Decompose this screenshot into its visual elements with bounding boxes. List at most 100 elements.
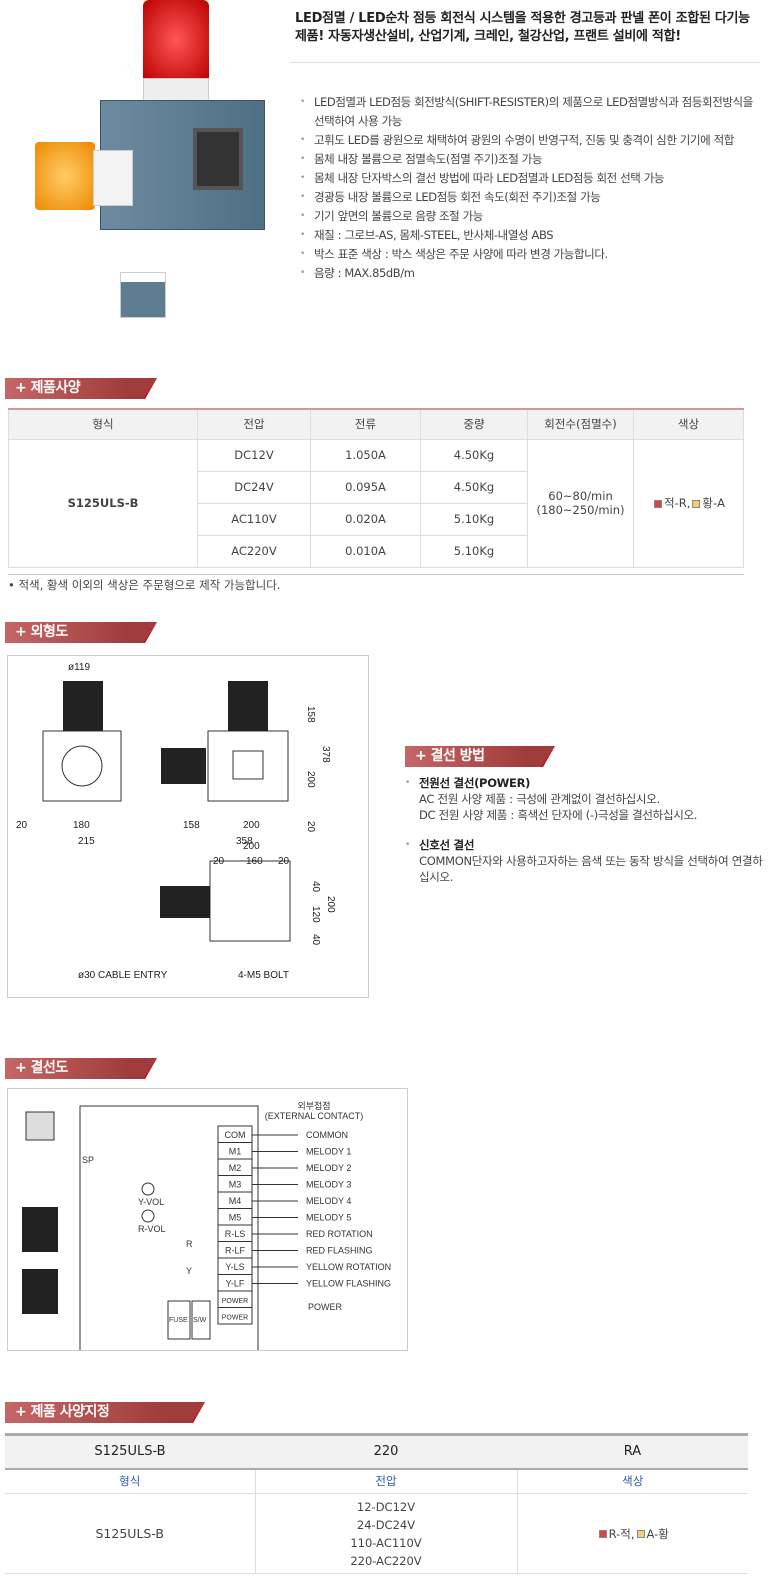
yellow-lamp-icon (22, 1269, 58, 1314)
order-label-row: 형식 전압 색상 (5, 1468, 748, 1494)
order-label-model: 형식 (5, 1468, 256, 1494)
r-vol-knob-icon (141, 1209, 155, 1223)
section-header-order: + 제품 사양지정 (5, 1402, 205, 1423)
dimension-label: ø30 CABLE ENTRY (78, 970, 168, 981)
r-label: R (186, 1239, 193, 1249)
order-label-voltage: 전압 (255, 1468, 518, 1494)
feature-item: 고휘도 LED를 광원으로 채택하여 광원의 수명이 반영구적, 진동 및 충격… (300, 131, 760, 150)
contact-label: MELODY 4 (306, 1196, 351, 1206)
yellow-swatch-icon (692, 499, 701, 508)
terminal-label: COM (225, 1130, 246, 1140)
yellow-swatch-icon (636, 1530, 645, 1538)
order-color-code: RA (517, 1434, 748, 1470)
signal-wiring-title: 신호선 결선 (419, 838, 475, 852)
bottom-view-lamp (160, 886, 210, 918)
color-r-label: R-적, (608, 1526, 635, 1541)
section-title: + 결선 방법 (415, 748, 485, 764)
color-yellow-label: 황-A (702, 496, 725, 510)
voltage-option: 110-AC110V (350, 1535, 422, 1550)
r-vol-label: R-VOL (138, 1224, 166, 1234)
voltage-cell: AC220V (197, 534, 311, 568)
contact-label: RED ROTATION (306, 1229, 373, 1239)
contact-label: YELLOW FLASHING (306, 1279, 391, 1289)
front-view-box (42, 730, 122, 802)
order-voltage-code: 220 (255, 1434, 517, 1470)
product-thumbnail[interactable] (120, 272, 166, 318)
feature-item: 재질 : 그로브-AS, 몸체-STEEL, 반사체-내열성 ABS (300, 226, 760, 245)
voltage-cell: DC12V (197, 438, 311, 472)
order-model-code: S125ULS-B (5, 1434, 255, 1470)
header-weight: 중량 (420, 409, 528, 440)
rotation-cell: 60~80/min(180~250/min) (527, 438, 634, 568)
power-wiring-title: 전원선 결선(POWER) (419, 776, 531, 790)
terminal-label: POWER (222, 1298, 248, 1305)
power-label: POWER (308, 1302, 343, 1312)
weight-cell: 5.10Kg (420, 534, 528, 568)
dimension-label: 200 (243, 841, 260, 852)
power-dc-text: DC 전원 사양 제품 : 흑색선 단자에 (-)극성을 결선하십시오. (419, 808, 698, 822)
section-title: + 외형도 (15, 624, 68, 640)
fuse-box (167, 1300, 191, 1340)
dimension-label: 358 (236, 836, 253, 847)
product-image (25, 0, 275, 240)
dimension-label: 200 (325, 896, 336, 913)
spec-table: 형식 전압 전류 중량 회전수(점멸수) 색상 S125ULS-B DC12V … (8, 408, 744, 568)
front-view-lamp (63, 681, 103, 731)
side-view-box (207, 730, 289, 802)
contact-label: MELODY 2 (306, 1163, 351, 1173)
header-color: 색상 (633, 409, 744, 440)
contact-label: MELODY 1 (306, 1147, 351, 1157)
dimension-label: 120 (310, 906, 321, 923)
dimension-label: 20 (305, 821, 316, 833)
terminal-label: Y-LS (225, 1262, 244, 1272)
dimension-label: 180 (73, 820, 90, 831)
dimension-label: 378 (320, 746, 331, 763)
header-voltage: 전압 (197, 409, 311, 440)
ext-contact-title: 외부접점 (297, 1100, 330, 1111)
voltage-cell: DC24V (197, 470, 311, 504)
terminal-label: M5 (229, 1213, 242, 1223)
current-cell: 0.010A (310, 534, 421, 568)
header-current: 전류 (310, 409, 421, 440)
voltage-cell: AC110V (197, 502, 311, 536)
table-row: S125ULS-B DC12V 1.050A 4.50Kg 60~80/min(… (8, 438, 744, 568)
header-model: 형식 (8, 409, 198, 440)
section-header-spec: + 제품사양 (5, 378, 157, 399)
table-header-row: 형식 전압 전류 중량 회전수(점멸수) 색상 (8, 409, 744, 440)
feature-item: 몸체 내장 단자박스의 결선 방법에 따라 LED점멸과 LED점등 회전 선택… (300, 169, 760, 188)
sw-label: S/W (193, 1317, 207, 1324)
rotation-value: 60~80/min (548, 489, 613, 503)
dimension-label: 160 (246, 856, 263, 867)
dimension-label: 158 (305, 706, 316, 723)
contact-label: MELODY 5 (306, 1213, 351, 1223)
current-cell: 1.050A (310, 438, 421, 472)
dimension-label: 20 (16, 820, 28, 831)
red-lamp-icon (22, 1207, 58, 1252)
dimension-label: 200 (243, 820, 260, 831)
ext-contact-subtitle: (EXTERNAL CONTACT) (265, 1111, 364, 1121)
contact-label: COMMON (306, 1130, 348, 1140)
terminal-label: POWER (222, 1315, 248, 1322)
dimension-label: 158 (183, 820, 200, 831)
model-cell: S125ULS-B (8, 438, 198, 568)
contact-label: RED FLASHING (306, 1246, 373, 1256)
section-header-outline: + 외형도 (5, 622, 157, 643)
section-title: + 결선도 (15, 1060, 68, 1076)
side-view-speaker (232, 750, 264, 780)
feature-item: 경광등 내장 볼륨으로 LED점등 회전 속도(회전 주기)조절 가능 (300, 188, 760, 207)
weight-cell: 5.10Kg (420, 502, 528, 536)
terminal-label: M3 (229, 1180, 242, 1190)
speaker-icon (25, 1111, 55, 1141)
y-vol-label: Y-VOL (138, 1197, 164, 1207)
weight-cell: 4.50Kg (420, 438, 528, 472)
color-a-label: A-황 (646, 1526, 669, 1541)
flashing-value: (180~250/min) (536, 503, 625, 517)
feature-item: LED점멸과 LED점등 회전방식(SHIFT-RESISTER)의 제품으로 … (300, 93, 760, 131)
dimension-label: 4-M5 BOLT (238, 970, 289, 981)
side-view-lamp2 (161, 748, 206, 784)
header-rotation: 회전수(점멸수) (527, 409, 634, 440)
